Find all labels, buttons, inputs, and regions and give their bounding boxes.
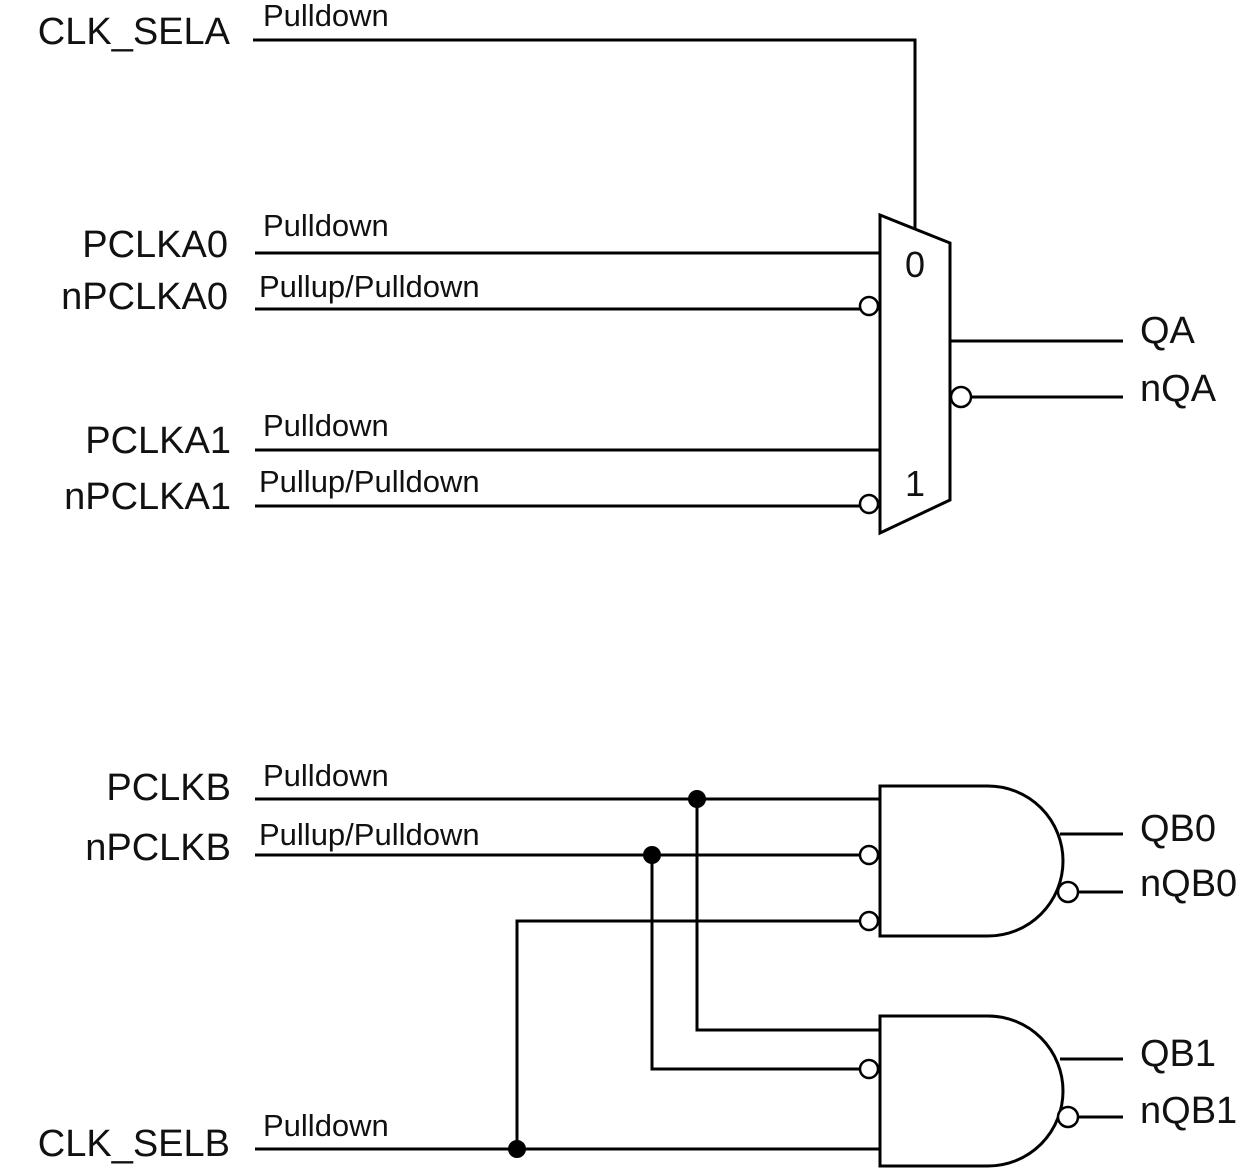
and-gate-qb1 bbox=[878, 1014, 1065, 1168]
pclka1-label: PCLKA1 bbox=[85, 420, 231, 462]
gate-section-b: PCLKB Pulldown nPCLKB Pullup/Pulldown CL… bbox=[38, 758, 1237, 1168]
mux-a bbox=[878, 212, 952, 536]
npclkb-pull-label: Pullup/Pulldown bbox=[259, 817, 480, 852]
npclka0-pull-label: Pullup/Pulldown bbox=[259, 269, 480, 304]
pclkb-pull-label: Pulldown bbox=[263, 758, 389, 793]
gate1-npclkb-bubble bbox=[858, 1058, 880, 1080]
gate0-clk-selb-bubble bbox=[858, 910, 880, 932]
npclka1-pull-label: Pullup/Pulldown bbox=[259, 464, 480, 499]
mux-input0-label: 0 bbox=[905, 244, 925, 285]
pclkb-label: PCLKB bbox=[106, 767, 231, 809]
npclka0-label: nPCLKA0 bbox=[61, 276, 228, 318]
clk-selb-pull-label: Pulldown bbox=[263, 1108, 389, 1143]
clk-sela-label: CLK_SELA bbox=[38, 11, 231, 53]
nqa-label: nQA bbox=[1140, 368, 1217, 410]
pclkb-junction-dot bbox=[688, 790, 706, 808]
pclkb-branch-wire bbox=[695, 799, 880, 1032]
nqb0-inversion-bubble bbox=[1056, 880, 1080, 904]
npclka0-inversion-bubble bbox=[858, 295, 880, 317]
clk-selb-junction-dot bbox=[508, 1140, 526, 1158]
npclkb-branch-wire bbox=[650, 855, 860, 1071]
clk-selb-label: CLK_SELB bbox=[38, 1123, 230, 1165]
npclka1-inversion-bubble bbox=[858, 493, 880, 515]
qa-label: QA bbox=[1140, 310, 1196, 352]
pclka0-label: PCLKA0 bbox=[82, 224, 228, 266]
nqb1-inversion-bubble bbox=[1056, 1105, 1080, 1129]
pclka1-pull-label: Pulldown bbox=[263, 408, 389, 443]
npclka1-label: nPCLKA1 bbox=[64, 476, 231, 518]
npclkb-label: nPCLKB bbox=[85, 827, 231, 869]
clk-sela-pull-label: Pulldown bbox=[263, 0, 389, 33]
nqa-inversion-bubble bbox=[949, 385, 973, 409]
clk-sela-wire bbox=[253, 38, 917, 228]
pclka0-pull-label: Pulldown bbox=[263, 208, 389, 243]
nqb1-label: nQB1 bbox=[1140, 1090, 1237, 1132]
nqb0-label: nQB0 bbox=[1140, 863, 1237, 905]
clk-selb-branch-wire bbox=[515, 919, 860, 1149]
and-gate-qb0 bbox=[878, 784, 1065, 938]
mux-input1-label: 1 bbox=[905, 463, 925, 504]
qb1-label: QB1 bbox=[1140, 1033, 1216, 1075]
gate0-npclkb-bubble bbox=[858, 844, 880, 866]
mux-section-a: CLK_SELA Pulldown PCLKA0 Pulldown nPCLKA… bbox=[38, 0, 1217, 536]
npclkb-junction-dot bbox=[643, 846, 661, 864]
qb0-label: QB0 bbox=[1140, 808, 1216, 850]
